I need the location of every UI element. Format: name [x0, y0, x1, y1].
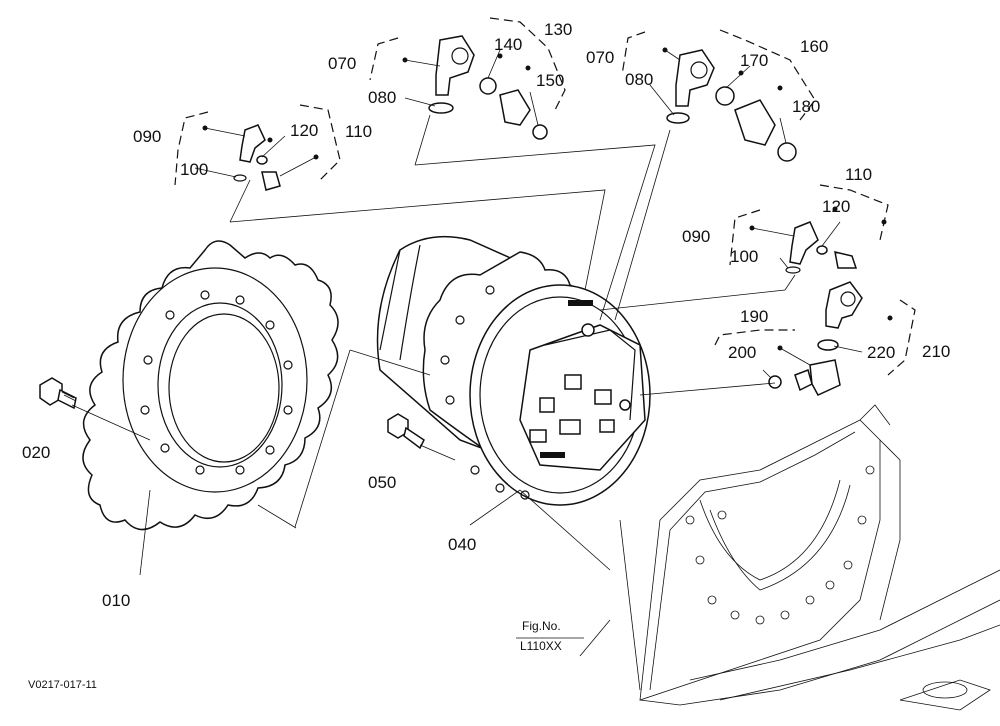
label-140: 140: [494, 35, 522, 54]
pipe-routing-lines: [71, 114, 796, 576]
label-010: 010: [102, 591, 130, 610]
fitting-group-090-110-right: [749, 206, 887, 274]
label-080-left: 080: [368, 88, 396, 107]
fitting-group-070-130: [402, 35, 548, 140]
label-020: 020: [22, 443, 50, 462]
label-200: 200: [728, 343, 756, 362]
label-070-left: 070: [328, 54, 356, 73]
label-100-left: 100: [180, 160, 208, 179]
fitting-group-090-110-left: [202, 124, 319, 191]
sprocket-010: [82, 240, 339, 531]
fitting-group-070-160: [662, 47, 797, 162]
label-220: 220: [867, 343, 895, 362]
track-frame: [619, 404, 1000, 711]
label-180: 180: [792, 97, 820, 116]
label-190: 190: [740, 307, 768, 326]
travel-motor-040: [376, 235, 651, 506]
label-120-right: 120: [822, 197, 850, 216]
label-150: 150: [536, 71, 564, 90]
fitting-group-190-210: [768, 281, 893, 396]
bolt-050: [387, 413, 425, 450]
label-110-left: 110: [345, 122, 372, 141]
label-170: 170: [740, 51, 768, 70]
label-090-right: 090: [682, 227, 710, 246]
bolt-020: [39, 377, 77, 410]
label-090-left: 090: [133, 127, 161, 146]
label-070-right: 070: [586, 48, 614, 67]
group-brackets: [174, 17, 916, 376]
figure-reference: Fig.No. L110XX: [516, 619, 584, 653]
label-040: 040: [448, 535, 476, 554]
label-110-right: 110: [845, 165, 872, 184]
fig-ref-line1: Fig.No.: [522, 619, 561, 633]
label-210: 210: [922, 342, 950, 361]
label-050: 050: [368, 473, 396, 492]
label-160: 160: [800, 37, 828, 56]
drawing-code: V0217-017-11: [28, 679, 97, 691]
part-labels: 010 020 040 050 070 080 070 080 090 100 …: [22, 20, 950, 610]
label-100-right: 100: [730, 247, 758, 266]
fig-ref-line2: L110XX: [520, 639, 562, 653]
label-120-left: 120: [290, 121, 318, 140]
label-080-right: 080: [625, 70, 653, 89]
leader-lines: [194, 49, 863, 657]
label-130: 130: [544, 20, 572, 39]
